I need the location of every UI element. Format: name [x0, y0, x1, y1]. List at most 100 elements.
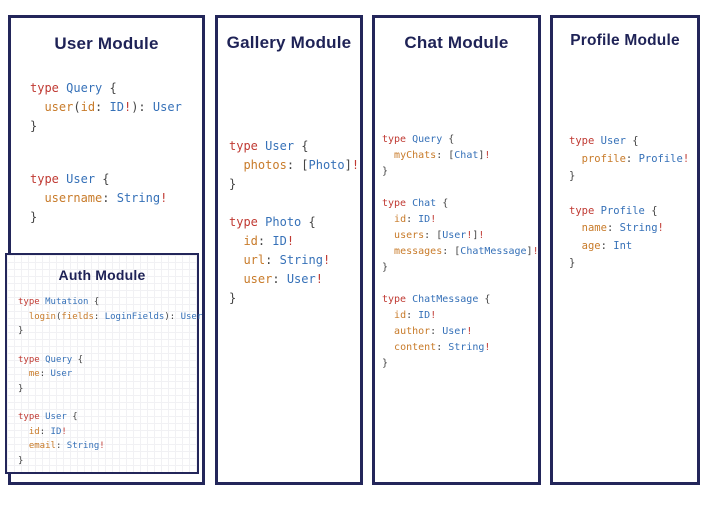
code-token: : — [257, 234, 266, 248]
code-line: type User { — [18, 410, 202, 425]
code-line: } — [382, 260, 539, 276]
code-line: type ChatMessage { — [382, 292, 539, 308]
code-token: Chat — [412, 198, 437, 209]
code-token: ! — [657, 222, 664, 234]
code-token: { — [625, 135, 639, 147]
code-token: { — [644, 204, 658, 217]
code-token: type — [569, 135, 595, 147]
code-token: : — [436, 342, 443, 353]
code-token: Mutation — [45, 297, 89, 307]
code-token: LoginFields — [104, 311, 165, 322]
code-token — [30, 100, 44, 114]
code-token: [ — [448, 246, 461, 257]
code-token: ! — [682, 152, 690, 165]
code-token: ( — [73, 100, 81, 114]
code-token: String — [448, 342, 485, 353]
code-token: ChatMessage — [460, 246, 527, 257]
code-line: login(fields: LoginFields): User — [18, 310, 202, 325]
code-token: ! — [160, 191, 168, 205]
code-token: messages — [394, 246, 443, 257]
code-token: email — [28, 441, 56, 451]
code-token: : — [625, 152, 633, 165]
code-line: id: ID! — [382, 212, 539, 228]
panel-title: User Module — [54, 34, 159, 53]
code-token — [382, 326, 394, 337]
panel-gallery-module: Gallery Module type User { photos: [Phot… — [215, 15, 363, 485]
code-line: type User { — [30, 170, 182, 189]
code-line: } — [18, 454, 202, 469]
code-block: type Profile { name: String! age: Int} — [569, 203, 689, 273]
code-line: } — [382, 356, 539, 372]
code-token — [229, 272, 243, 286]
code-token: ( — [55, 311, 62, 322]
code-token: Query — [66, 81, 103, 95]
code-token: ] — [526, 246, 533, 257]
panel-title: Auth Module — [58, 267, 146, 283]
code-line: type User { — [229, 137, 359, 156]
code-token: } — [229, 291, 237, 305]
code-line: user: User! — [229, 270, 359, 289]
code-token — [18, 369, 29, 379]
code-token: } — [30, 119, 38, 133]
code-token — [382, 214, 394, 225]
code-block: type User { id: ID! email: String!} — [18, 410, 202, 468]
code-line: myChats: [Chat]! — [382, 148, 539, 164]
code-token: id — [80, 100, 96, 114]
code-token: id — [394, 214, 407, 225]
code-token — [146, 100, 153, 114]
code-token: { — [301, 215, 316, 229]
code-token — [569, 222, 582, 234]
panel-auth-module: Auth Module type Mutation { login(fields… — [5, 253, 202, 474]
code-token: content — [394, 342, 437, 353]
code-token: [ — [442, 150, 455, 161]
code-token: ! — [315, 272, 323, 286]
code-line: } — [30, 208, 182, 227]
code-token — [272, 253, 279, 267]
code-token: } — [569, 170, 576, 182]
code-token: fields — [61, 311, 94, 322]
code-token: : — [55, 441, 62, 451]
code-token — [280, 272, 287, 286]
code-token: ] — [472, 230, 479, 241]
code-token: url — [243, 253, 266, 267]
code-token: Query — [45, 354, 73, 365]
code-token: : — [406, 214, 413, 225]
code-token: ! — [123, 100, 132, 114]
code-line: id: ID! — [382, 308, 539, 324]
code-block: type User { username: String!} — [30, 170, 182, 227]
code-token: : — [424, 230, 431, 241]
panel-title: Chat Module — [404, 33, 509, 52]
code-token: User — [66, 172, 96, 186]
code-token: } — [382, 358, 389, 369]
code-token — [18, 312, 29, 322]
code-token: { — [88, 297, 100, 307]
code-line: } — [569, 255, 689, 273]
code-line: age: Int — [569, 238, 689, 256]
code-token: ! — [99, 441, 105, 451]
code-token: : — [102, 191, 110, 205]
code-token: ChatMessage — [412, 294, 479, 305]
code-token: ! — [478, 230, 485, 241]
code-line: } — [30, 117, 182, 136]
code-token: author — [394, 326, 431, 337]
code-token: ! — [466, 230, 473, 241]
code-token: User — [50, 369, 73, 379]
code-token: Query — [412, 134, 443, 145]
code-token: ): — [131, 100, 146, 114]
code-token: photos — [243, 158, 287, 172]
code-line: id: ID! — [229, 232, 359, 251]
code-line: username: String! — [30, 189, 182, 208]
code-token: me — [28, 369, 40, 379]
code-token: myChats — [394, 150, 437, 161]
code-token — [382, 310, 394, 321]
panel-title: Gallery Module — [226, 33, 352, 52]
code-token: User — [442, 230, 467, 241]
code-token: User — [286, 272, 316, 286]
code-token: ID — [272, 234, 287, 248]
code-token: user — [44, 100, 74, 114]
code-token: Photo — [265, 215, 302, 229]
code-line: content: String! — [382, 340, 539, 356]
code-token: User — [442, 326, 467, 337]
code-token: { — [294, 139, 309, 153]
code-token: : — [600, 239, 607, 252]
